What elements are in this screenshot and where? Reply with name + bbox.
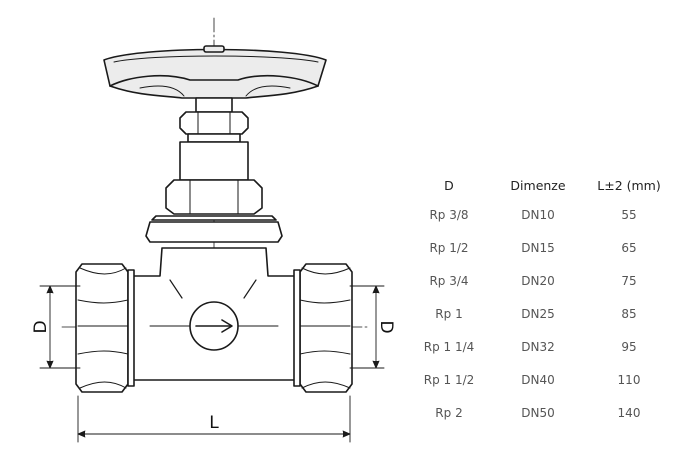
dimension-spec-table: D Dimenze L±2 (mm) Rp 3/8 DN10 55 Rp 1/2… (410, 172, 670, 429)
table-header-row: D Dimenze L±2 (mm) (410, 172, 670, 198)
cell-size: DN20 (521, 273, 555, 288)
cell-length: 110 (617, 372, 641, 387)
table-row: Rp 1/2 DN15 65 (410, 231, 670, 264)
header-length: L±2 (mm) (597, 177, 661, 193)
cell-length: 85 (621, 306, 637, 321)
left-diameter-dimension (39, 285, 81, 369)
table-row: Rp 3/8 DN10 55 (410, 198, 670, 231)
cell-size: DN15 (521, 240, 555, 255)
left-hex-nut (75, 263, 135, 393)
length-dimension (77, 395, 351, 443)
cell-length: 95 (621, 339, 637, 354)
cell-diameter: Rp 3/4 (429, 273, 469, 288)
table-row: Rp 2 DN50 140 (410, 396, 670, 429)
flow-direction-arrow-icon (189, 301, 239, 351)
valve-technical-drawing: D D L (31, 17, 396, 443)
cell-diameter: Rp 3/8 (429, 207, 469, 222)
cell-size: DN10 (521, 207, 555, 222)
right-diameter-label: D (376, 320, 396, 333)
cell-length: 65 (621, 240, 637, 255)
cell-diameter: Rp 1 (435, 306, 463, 321)
handwheel (103, 45, 327, 99)
bonnet (145, 141, 283, 243)
right-hex-nut (293, 263, 353, 393)
cell-size: DN50 (521, 405, 555, 420)
stem (179, 97, 249, 143)
length-label: L (209, 413, 219, 433)
right-diameter-dimension (349, 285, 385, 369)
table-row: Rp 1 1/2 DN40 110 (410, 363, 670, 396)
table-row: Rp 1 1/4 DN32 95 (410, 330, 670, 363)
header-size: Dimenze (510, 177, 566, 193)
cell-diameter: Rp 1/2 (429, 240, 469, 255)
cell-size: DN40 (521, 372, 555, 387)
cell-size: DN32 (521, 339, 555, 354)
cell-length: 55 (621, 207, 637, 222)
cell-diameter: Rp 1 1/4 (423, 339, 475, 354)
cell-diameter: Rp 2 (435, 405, 463, 420)
header-diameter: D (444, 177, 454, 193)
cell-diameter: Rp 1 1/2 (423, 372, 475, 387)
cell-size: DN25 (521, 306, 555, 321)
cell-length: 75 (621, 273, 637, 288)
table-row: Rp 1 DN25 85 (410, 297, 670, 330)
cell-length: 140 (617, 405, 641, 420)
table-row: Rp 3/4 DN20 75 (410, 264, 670, 297)
left-diameter-label: D (31, 320, 51, 333)
